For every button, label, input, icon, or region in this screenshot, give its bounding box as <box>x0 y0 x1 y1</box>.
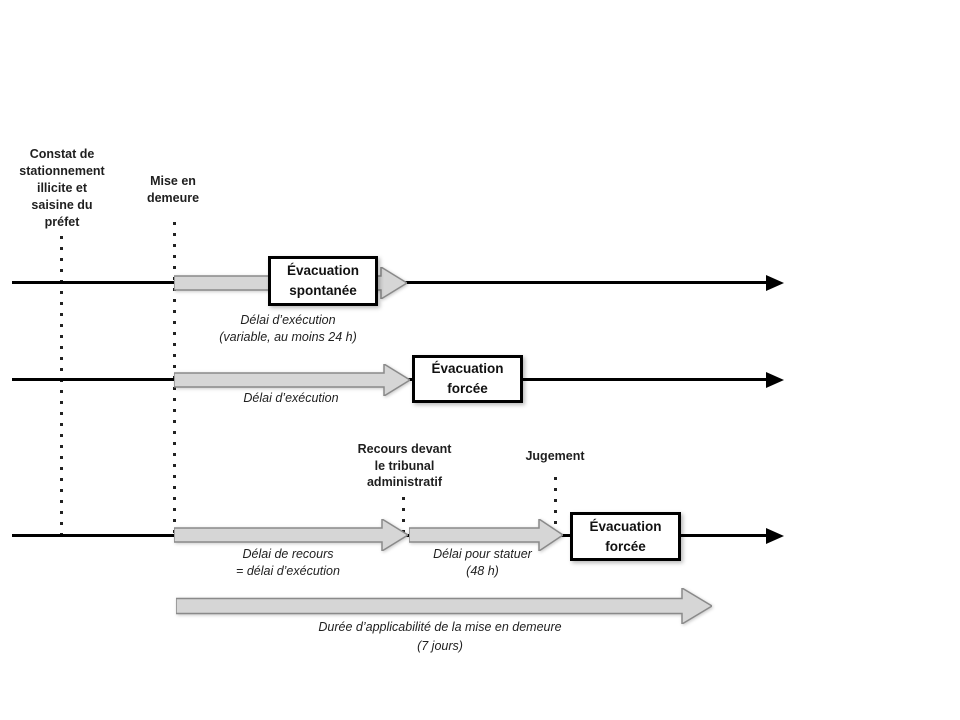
block-arrow-icon <box>409 519 563 551</box>
duration-arrow-statuer <box>409 519 563 551</box>
label-recours-tribunal: Recours devant le tribunal administratif <box>357 442 452 489</box>
event-box-evacuation-forcee-row2: Évacuation forcée <box>412 355 523 403</box>
caption-delai-execution-variable: Délai d’exécution (variable, au moins 24… <box>219 313 357 344</box>
block-arrow-icon <box>174 519 408 551</box>
label-jugement: Jugement <box>525 449 585 463</box>
event-box-evacuation-spontanee: Évacuation spontanée <box>268 256 378 306</box>
dotted-line-jugement <box>554 477 557 533</box>
label-constat-stationnement: Constat de stationnement illicite et sai… <box>19 147 105 229</box>
block-arrow-icon <box>174 364 410 396</box>
caption-delai-statuer: Délai pour statuer (48 h) <box>433 547 532 578</box>
timeline-2-arrowhead-icon <box>766 371 784 388</box>
block-arrow-icon <box>176 588 712 624</box>
duration-arrow-applicabilite <box>176 588 712 624</box>
label-mise-en-demeure: Mise en demeure <box>146 174 200 205</box>
dotted-line-recours <box>402 497 405 533</box>
dotted-line-constat <box>60 236 63 534</box>
duration-arrow-recours <box>174 519 408 551</box>
timeline-1-arrowhead-icon <box>766 274 784 291</box>
caption-delai-execution: Délai d’exécution <box>243 391 339 405</box>
event-box-evacuation-forcee-row3: Évacuation forcée <box>570 512 681 561</box>
duration-arrow-execution <box>174 364 410 396</box>
timeline-3-arrowhead-icon <box>766 527 784 544</box>
caption-duree-applicabilite: Durée d’applicabilité de la mise en deme… <box>318 620 562 653</box>
caption-delai-recours: Délai de recours = délai d’exécution <box>236 547 340 578</box>
